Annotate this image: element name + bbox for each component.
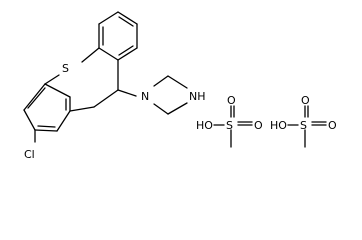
acid-1-hydroxyl-label: HO (196, 119, 213, 132)
acid-2-hydroxyl-label: HO (270, 119, 287, 132)
lower-benzene-ring (23, 83, 71, 132)
acid-2-sulfur-label: S (300, 119, 307, 132)
methanesulfonic-acid-1: HO S O O (196, 94, 263, 148)
piperazine-nitrogen-label: N (141, 90, 149, 103)
chemical-structure-diagram: S Cl N NH HO S O O HO S O O (23, 11, 337, 161)
acid-1-top-oxygen-label: O (227, 94, 236, 107)
acid-2-right-oxygen-label: O (328, 119, 337, 132)
upper-benzene-ring (98, 11, 138, 61)
methanesulfonic-acid-2: HO S O O (270, 94, 337, 148)
acid-1-sulfur-label: S (226, 119, 233, 132)
chlorine-atom-label: Cl (24, 148, 35, 161)
base-molecule: S Cl N NH (23, 11, 206, 161)
piperazine-ring (117, 75, 188, 115)
acid-2-top-oxygen-label: O (301, 94, 310, 107)
thiepine-ring (44, 47, 119, 112)
sulfur-atom-label: S (62, 62, 69, 75)
piperazine-nh-label: NH (189, 90, 206, 103)
acid-1-right-oxygen-label: O (254, 119, 263, 132)
